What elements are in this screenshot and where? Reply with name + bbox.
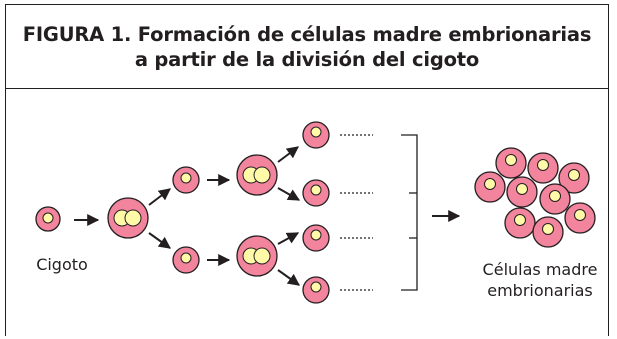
zygote-cell xyxy=(35,206,61,232)
figure-title-line-1: FIGURA 1. Formación de células madre emb… xyxy=(22,22,592,46)
figure-title-line-2: a partir de la división del cigoto xyxy=(134,47,480,71)
cell-gen3-a xyxy=(302,121,330,149)
arrow-lower-to-cell-d xyxy=(277,269,300,286)
upper-dividing-cell xyxy=(236,154,278,196)
cell-gen3-c xyxy=(302,224,330,252)
stem-cells-label-line-1: Células madre xyxy=(483,260,598,279)
lower-dividing-cell xyxy=(236,235,278,277)
zygote-label: Cigoto xyxy=(36,255,88,274)
cell-gen3-b xyxy=(302,179,330,207)
lower-single-cell xyxy=(172,246,200,274)
figure-title-box: FIGURA 1. Formación de células madre emb… xyxy=(6,5,608,89)
arrow-lower-to-cell-c xyxy=(277,232,300,245)
upper-single-cell xyxy=(172,166,200,194)
figure-frame: FIGURA 1. Formación de células madre emb… xyxy=(5,4,609,336)
stem-cell-cluster xyxy=(474,147,596,248)
continuation-dots xyxy=(340,134,373,291)
cell-gen3-d xyxy=(302,276,330,304)
arrow-upper-to-cell-a xyxy=(277,146,299,163)
grouping-bracket xyxy=(401,134,418,291)
arrow-2cell-to-upper xyxy=(148,188,171,206)
arrow-upper-to-cell-b xyxy=(277,187,301,201)
two-cell-stage xyxy=(107,197,149,239)
stem-cells-label-line-2: embrionarias xyxy=(487,281,593,300)
arrow-2cell-to-lower xyxy=(148,232,171,249)
